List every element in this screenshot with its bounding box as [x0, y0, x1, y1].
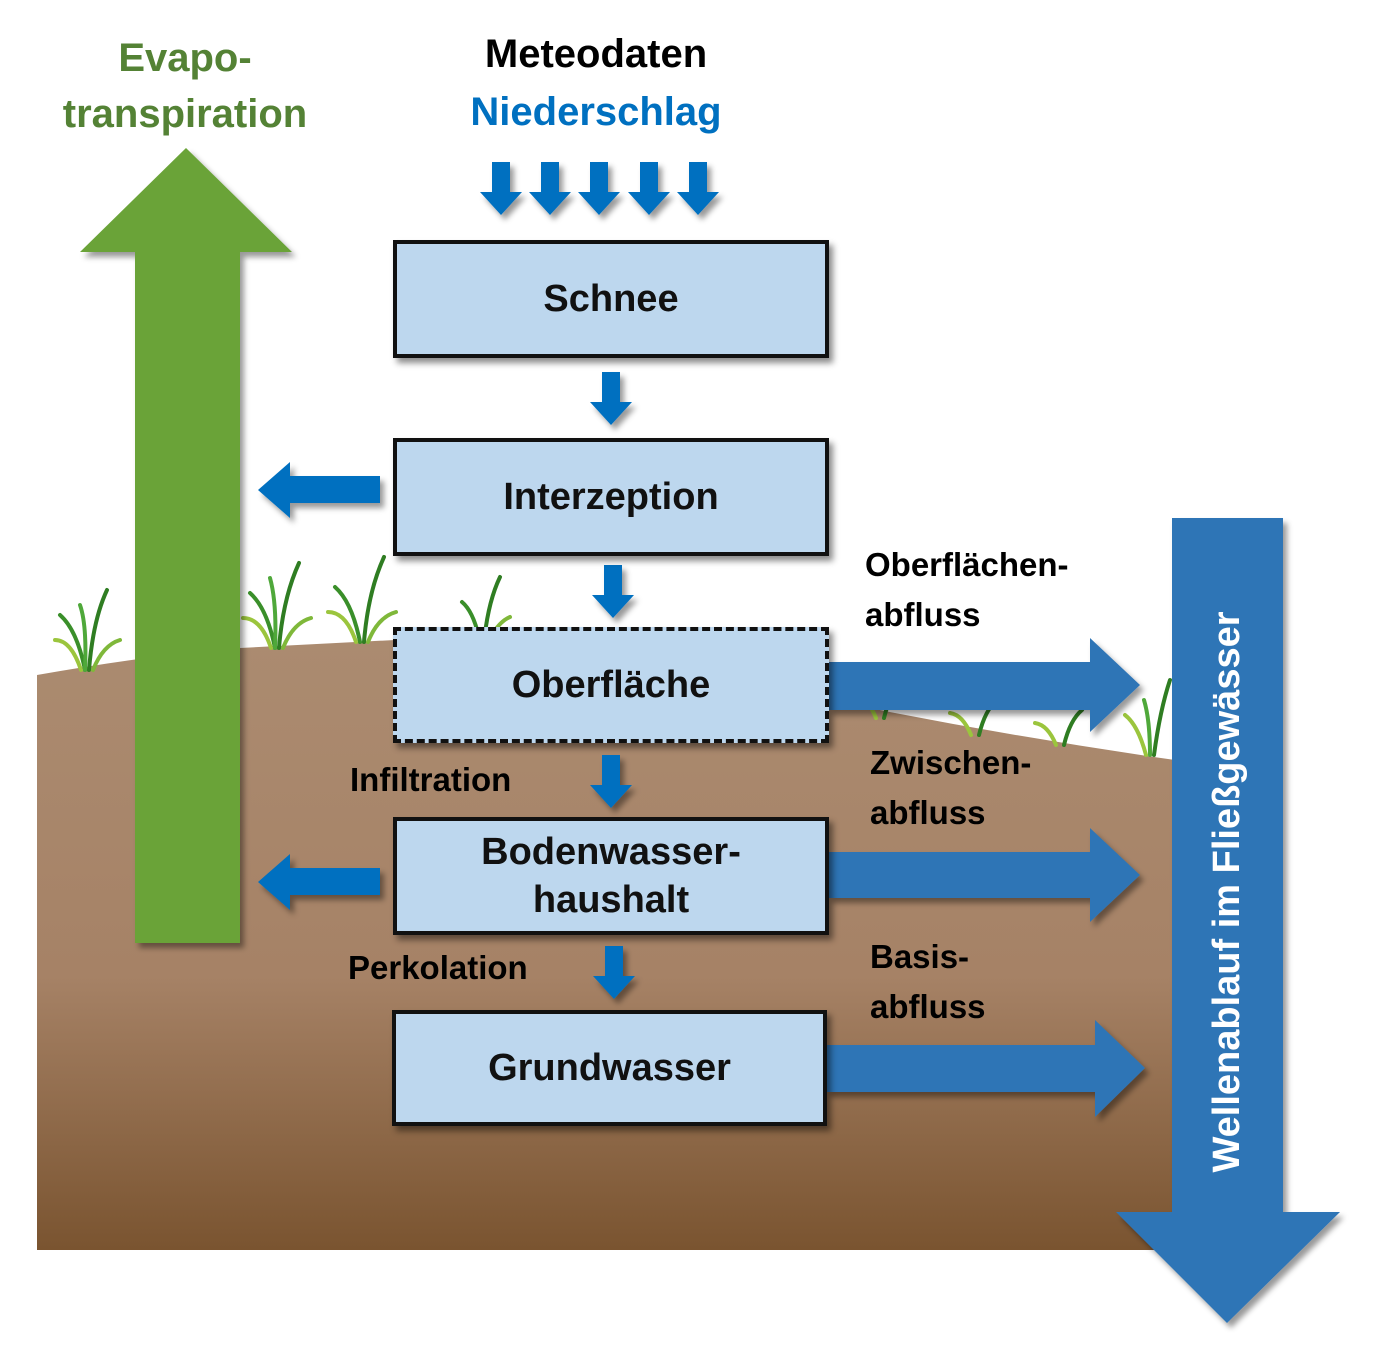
percolation-label: Perkolation [348, 949, 528, 986]
river-routing-label: Wellenablauf im Fließgewässer [1206, 611, 1248, 1173]
surface-runoff-label: Oberflächen- abfluss [865, 540, 1069, 640]
precipitation-arrow-icon [480, 162, 522, 215]
grass-icon [241, 561, 313, 650]
soil-ground [37, 640, 1175, 1250]
grass-icon [1123, 678, 1172, 757]
evapotranspiration-title: Evapo- transpiration [40, 30, 330, 142]
surface-box: Oberfläche [393, 627, 829, 743]
surface-runoff-label-line1: Oberflächen- [865, 546, 1069, 583]
interception-box-label: Interzeption [503, 476, 719, 518]
soil-water-box: Bodenwasser- haushalt [393, 817, 829, 935]
grass-tufts [53, 555, 1172, 757]
interception-evaporation-arrow-icon [258, 462, 380, 518]
soil-water-box-label: Bodenwasser- haushalt [481, 831, 741, 921]
evapotranspiration-arrow-icon [80, 148, 292, 943]
evapotranspiration-title-line2: transpiration [62, 92, 308, 136]
infiltration-label: Infiltration [350, 761, 512, 798]
interception-to-surface-arrow-icon [592, 565, 634, 618]
surface-box-label: Oberfläche [511, 664, 711, 706]
infiltration-arrow-icon [590, 755, 632, 808]
baseflow-label-line2: abfluss [870, 988, 986, 1025]
groundwater-box-label: Grundwasser [488, 1047, 731, 1089]
soil-evaporation-arrow-icon [258, 854, 380, 910]
surface-runoff-arrow-icon [828, 638, 1140, 732]
snow-box-label: Schnee [543, 278, 679, 320]
river-routing-arrow-icon [1116, 518, 1340, 1323]
grass-icon [53, 588, 122, 672]
precipitation-arrow-icon [529, 162, 571, 215]
grass-icon [1033, 708, 1084, 747]
precipitation-arrow-icon [578, 162, 620, 215]
percolation-arrow-icon [593, 946, 635, 999]
interflow-arrow-icon [828, 828, 1140, 922]
precipitation-title: Niederschlag [470, 90, 722, 134]
evapotranspiration-title-line1: Evapo- [118, 36, 252, 80]
interflow-label: Zwischen- abfluss [870, 738, 1031, 838]
precipitation-arrow-icon [628, 162, 670, 215]
interflow-label-line1: Zwischen- [870, 744, 1032, 781]
interception-box: Interzeption [393, 438, 829, 556]
interflow-label-line2: abfluss [870, 794, 986, 831]
surface-runoff-label-line2: abfluss [865, 596, 981, 633]
baseflow-arrow-icon [826, 1020, 1145, 1117]
precipitation-arrow-icon [677, 162, 719, 215]
baseflow-label-line1: Basis- [870, 938, 970, 975]
precipitation-arrows [480, 162, 719, 215]
baseflow-label: Basis- abfluss [870, 932, 986, 1032]
grass-icon [326, 555, 398, 644]
meteodata-title: Meteodaten [484, 32, 708, 76]
snow-to-interception-arrow-icon [590, 372, 632, 425]
groundwater-box: Grundwasser [392, 1010, 827, 1126]
snow-box: Schnee [393, 240, 829, 358]
